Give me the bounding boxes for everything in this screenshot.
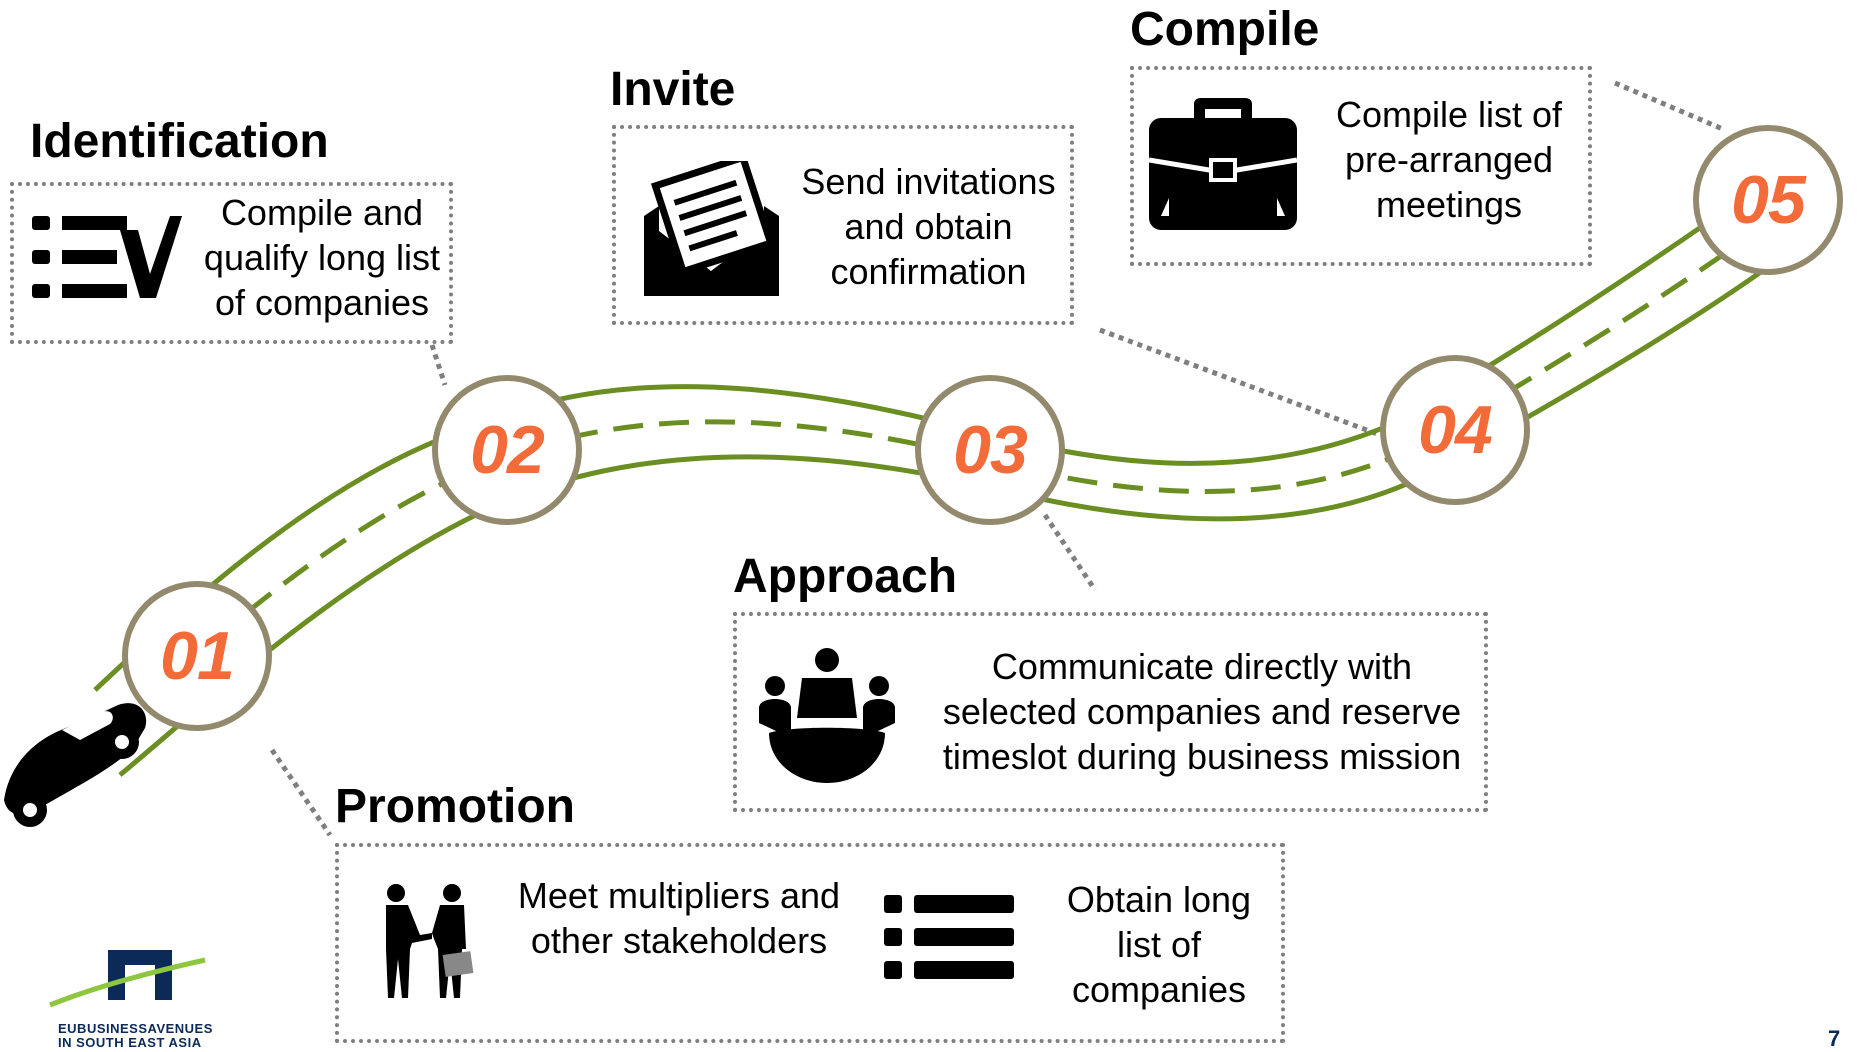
connector-compile <box>1614 80 1726 133</box>
approach-box: Communicate directly with selected compa… <box>733 612 1488 812</box>
logo-line1: EUBUSINESSAVENUES <box>58 1021 213 1036</box>
briefcase-icon <box>1149 98 1297 230</box>
invite-line: and obtain <box>844 206 1013 247</box>
logo-line2: IN SOUTH EAST ASIA <box>58 1035 202 1050</box>
milestone-05: 05 <box>1693 125 1843 275</box>
approach-line: Communicate directly with <box>991 646 1413 687</box>
meeting-table-icon <box>759 648 895 783</box>
invite-title: Invite <box>610 63 736 116</box>
approach-line: selected companies and reserve <box>942 691 1462 732</box>
promotion-item1-text: Meet multipliers and other stakeholders <box>509 873 849 963</box>
milestone-03: 03 <box>915 375 1065 525</box>
checklist-icon <box>32 216 182 298</box>
milestone-04: 04 <box>1380 355 1530 505</box>
compile-title: Compile <box>1130 3 1320 56</box>
compile-box: Compile list of pre-arranged meetings <box>1130 66 1592 266</box>
logo-mark <box>49 950 206 1008</box>
milestone-number: 01 <box>160 618 235 694</box>
connector-promotion <box>269 748 333 837</box>
compile-line: meetings <box>1375 184 1523 225</box>
identification-title: Identification <box>30 115 329 168</box>
car-icon <box>4 703 147 827</box>
compile-line: Compile list of <box>1335 94 1563 135</box>
compile-text: Compile list of pre-arranged meetings <box>1314 92 1584 227</box>
promotion-item1-line: Meet multipliers and <box>517 875 841 916</box>
envelope-letter-icon <box>644 161 779 296</box>
approach-title: Approach <box>733 550 958 603</box>
approach-text: Communicate directly with selected compa… <box>922 644 1482 779</box>
identification-line: of companies <box>214 282 430 323</box>
promotion-box: Meet multipliers and other stakeholders … <box>335 843 1285 1043</box>
milestone-number: 03 <box>953 412 1028 488</box>
connector-invite <box>1099 327 1381 438</box>
promotion-item1-line: other stakeholders <box>530 920 828 961</box>
compile-line: pre-arranged <box>1344 139 1554 180</box>
promotion-title: Promotion <box>335 780 575 833</box>
milestone-number: 04 <box>1418 392 1493 468</box>
invite-box: Send invitations and obtain confirmation <box>612 125 1074 325</box>
identification-box: Compile and qualify long list of compani… <box>10 182 453 344</box>
identification-text: Compile and qualify long list of compani… <box>192 186 452 325</box>
connector-identification <box>429 344 448 386</box>
handshake-icon <box>386 884 474 998</box>
milestone-01: 01 <box>122 581 272 731</box>
invite-text: Send invitations and obtain confirmation <box>786 159 1071 294</box>
promotion-item2-line: Obtain long <box>1066 879 1252 920</box>
milestone-number: 05 <box>1731 162 1806 238</box>
promotion-item2-line: companies <box>1071 969 1247 1010</box>
identification-line: Compile and <box>220 192 424 233</box>
invite-line: confirmation <box>830 251 1027 292</box>
page-number: 7 <box>1828 1026 1841 1051</box>
connector-approach <box>1042 513 1098 592</box>
identification-line: qualify long list <box>203 237 441 278</box>
promotion-item2-line: list of <box>1116 924 1202 965</box>
milestone-02: 02 <box>432 375 582 525</box>
invite-line: Send invitations <box>801 161 1056 202</box>
milestone-number: 02 <box>470 412 545 488</box>
promotion-item2-text: Obtain long list of companies <box>1039 877 1279 1012</box>
approach-line: timeslot during business mission <box>942 736 1462 777</box>
list-icon <box>884 895 1014 979</box>
